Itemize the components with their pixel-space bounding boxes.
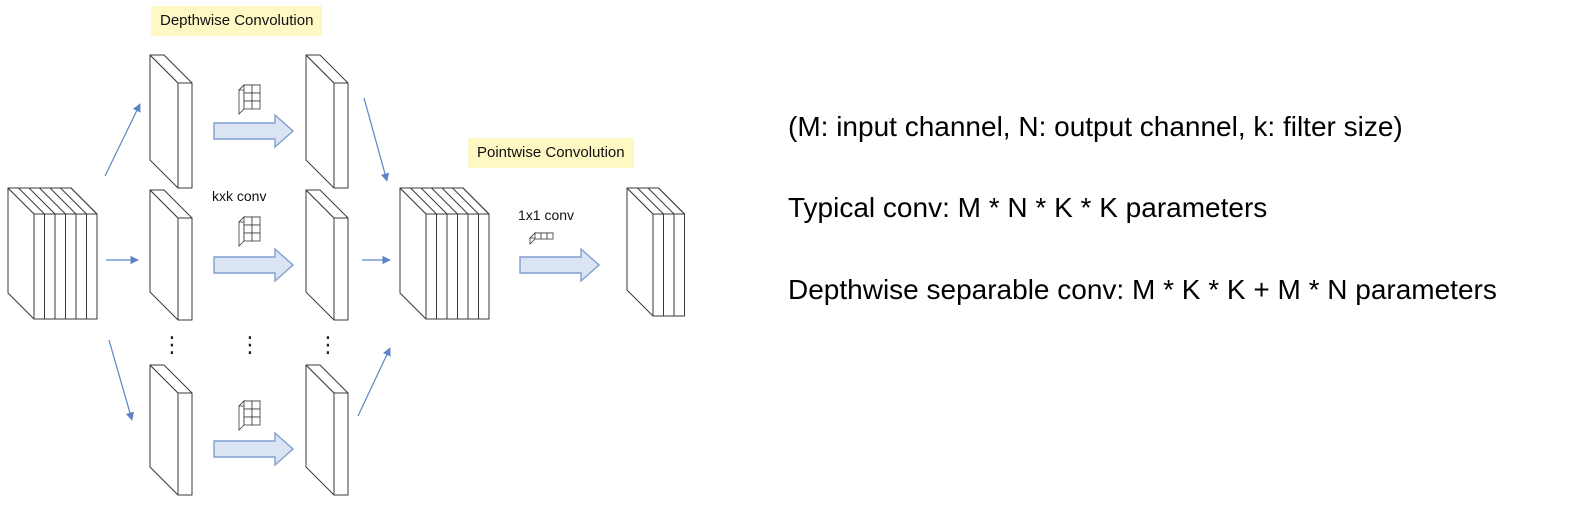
- kernel-1x1-cell: [534, 232, 542, 240]
- input-stack-layer-edge: [28, 187, 56, 215]
- dw-bot-out-top: [305, 364, 349, 394]
- dw-mid-out-side: [333, 217, 349, 321]
- concat-stack-layer-edge: [462, 187, 490, 215]
- depthwise-output-slice-bottom: [305, 364, 349, 496]
- kernel-mid-cell: [251, 232, 261, 242]
- kernel-top-cell: [243, 92, 253, 102]
- depthwise-input-slice-top: [149, 54, 193, 189]
- depthwise-convolution-label: Depthwise Convolution: [151, 6, 323, 36]
- block-arrow-middle: [213, 247, 295, 283]
- output-stack-layer: [673, 213, 685, 317]
- input-stack-layer: [86, 213, 98, 320]
- concatenated-feature-map-stack: [399, 187, 490, 320]
- concat-stack-layer: [425, 213, 437, 320]
- input-stack-layer: [33, 213, 45, 320]
- dw-bot-in-top: [149, 364, 193, 394]
- kernel-mid-cell: [243, 224, 253, 234]
- ellipsis-col3: ⋮: [317, 333, 339, 358]
- kxk-kernel-icon-middle: [238, 216, 261, 247]
- depthwise-separable-diagram: ⋮ ⋮ ⋮: [7, 54, 685, 496]
- kernel-mid-cell: [243, 232, 253, 242]
- ellipsis-col2: ⋮: [239, 333, 261, 358]
- dw-top-in-side: [177, 82, 193, 189]
- output-stack-layer-edge: [658, 187, 685, 215]
- kernel-top-cell: [243, 100, 253, 110]
- input-stack-layer-edge: [39, 187, 66, 215]
- dw-top-out-side: [333, 82, 349, 189]
- kernel-bot-cell: [243, 416, 253, 426]
- kernel-bot-cell: [251, 400, 261, 410]
- input-stack-layer-edge: [18, 187, 45, 215]
- typical-conv-formula: Typical conv: M * N * K * K parameters: [788, 192, 1268, 223]
- kernel-bot-cell: [251, 408, 261, 418]
- depthwise-input-slice-middle: [149, 189, 193, 321]
- concat-stack-layer: [436, 213, 448, 320]
- pointwise-convolution-label: Pointwise Convolution: [468, 138, 634, 168]
- input-stack-layer-edge: [70, 187, 98, 215]
- input-stack-layer: [65, 213, 77, 320]
- input-stack-layer-edge: [60, 187, 87, 215]
- depthwise-output-slice-top: [305, 54, 349, 189]
- output-stack-layer-edge: [637, 187, 664, 215]
- ellipsis-col1: ⋮: [161, 333, 183, 358]
- kernel-top-cell: [251, 100, 261, 110]
- depthwise-input-slice-bottom: [149, 364, 193, 496]
- kernel-top-cell: [251, 92, 261, 102]
- concat-stack-layer-edge: [441, 187, 469, 215]
- kernel-1x1-cell: [540, 232, 548, 240]
- arrow-input-to-bottom: [108, 339, 134, 421]
- depthwise-output-slice-middle: [305, 189, 349, 321]
- kernel-bot-cell: [243, 408, 253, 418]
- kxk-conv-label: kxk conv: [212, 188, 267, 204]
- parameter-legend: (M: input channel, N: output channel, k:…: [788, 111, 1403, 142]
- kernel-1x1-cell: [546, 232, 554, 240]
- input-stack-layer: [75, 213, 87, 320]
- kxk-kernel-icon-bottom: [238, 400, 261, 431]
- kernel-top-cell: [251, 84, 261, 94]
- kernel-bot-cell: [243, 400, 253, 410]
- dw-mid-in-side: [177, 217, 193, 321]
- output-stack-layer-edge: [647, 187, 675, 215]
- concat-stack-layer-edge: [452, 187, 479, 215]
- output-stack-layer: [652, 213, 664, 317]
- concat-stack-layer: [478, 213, 490, 320]
- kernel-top-cell: [243, 84, 253, 94]
- concat-stack-layer: [457, 213, 469, 320]
- concat-stack-layer-edge: [431, 187, 458, 215]
- arrow-input-to-top: [104, 103, 141, 177]
- block-arrow-pointwise: [519, 247, 601, 283]
- arrow-bottom-to-concat: [357, 347, 391, 417]
- output-feature-map-stack: [626, 187, 685, 317]
- concat-stack-layer-edge: [410, 187, 437, 215]
- arrow-top-to-concat: [363, 97, 390, 182]
- dw-bot-out-side: [333, 392, 349, 496]
- kernel-mid-cell: [251, 216, 261, 226]
- block-arrow-bottom: [213, 431, 295, 467]
- concat-stack-layer: [467, 213, 479, 320]
- dw-mid-in-top: [149, 189, 193, 219]
- kernel-mid-cell: [243, 216, 253, 226]
- dw-top-out-top: [305, 54, 349, 84]
- concat-stack-layer: [446, 213, 458, 320]
- thin-arrows: [104, 97, 391, 421]
- concat-stack-layer-edge: [420, 187, 448, 215]
- kernel-bot-cell: [251, 416, 261, 426]
- dw-bot-in-side: [177, 392, 193, 496]
- depthwise-separable-formula: Depthwise separable conv: M * K * K + M …: [788, 274, 1497, 305]
- output-stack-layer: [663, 213, 675, 317]
- block-arrow-top: [213, 113, 295, 149]
- 1x1-conv-label: 1x1 conv: [518, 207, 575, 223]
- block-arrows: [213, 113, 601, 467]
- kernel-mid-cell: [251, 224, 261, 234]
- input-stack-layer: [54, 213, 66, 320]
- dw-mid-out-top: [305, 189, 349, 219]
- input-stack-layer-edge: [49, 187, 77, 215]
- input-stack-layer: [44, 213, 56, 320]
- 1x1-kernel-icon: [529, 232, 554, 245]
- kxk-kernel-icon-top: [238, 84, 261, 115]
- input-feature-map-stack: [7, 187, 98, 320]
- dw-top-in-top: [149, 54, 193, 84]
